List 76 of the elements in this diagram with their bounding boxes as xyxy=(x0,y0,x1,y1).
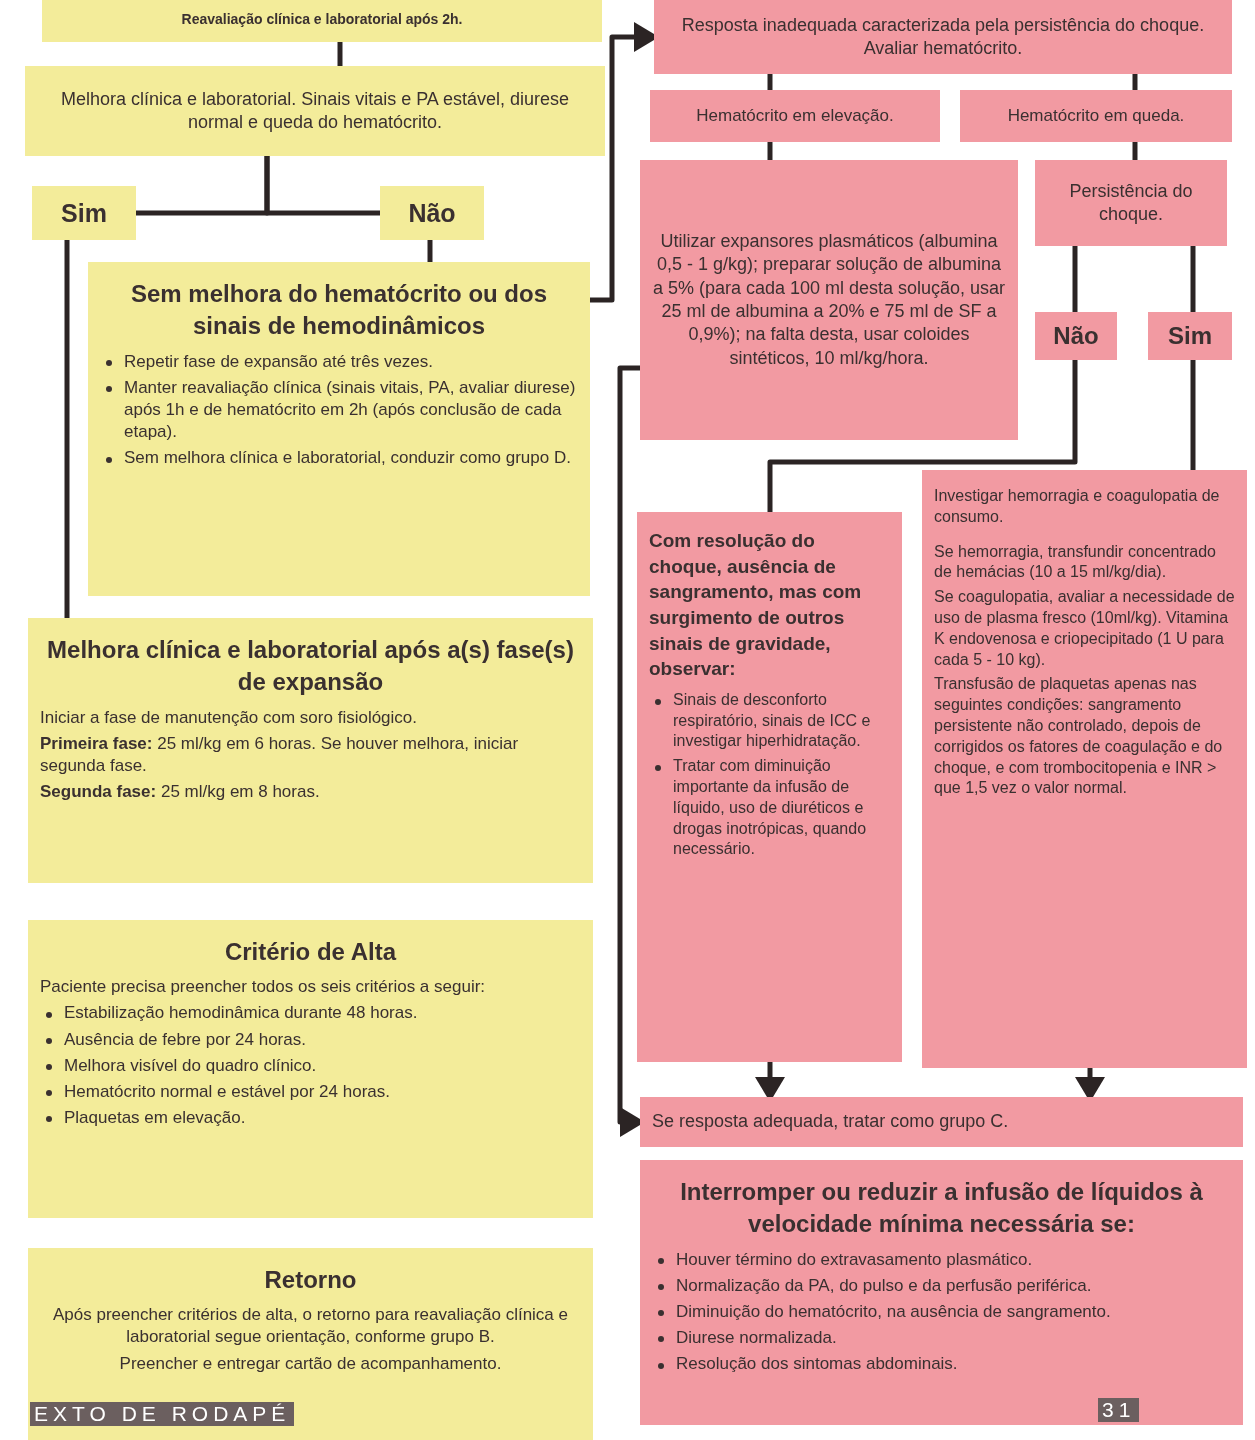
box-heading: Melhora clínica e laboratorial após a(s) fase(s) de expansão xyxy=(46,635,575,698)
bullet-item: Manter reavaliação clínica (sinais vitais, PA, avaliar diurese) após 1h e de hematócrito em 2h (após conclusão de cada etapa). xyxy=(100,376,578,444)
process-box xyxy=(28,920,593,1218)
bullet-item: Sem melhora clínica e laboratorial, conduzir como grupo D. xyxy=(100,447,578,470)
decision-box xyxy=(380,186,484,240)
body-text: Após preencher critérios de alta, o retorno para reavaliação clínica e laboratorial segue orientação, conforme grupo B. xyxy=(52,1304,569,1349)
box-heading: Critério de Alta xyxy=(223,937,398,967)
connector-line xyxy=(64,240,70,618)
box-label: Não xyxy=(1052,321,1100,352)
bullet-item: Estabilização hemodinâmica durante 48 horas. xyxy=(40,1002,581,1025)
body-text: Primeira fase: 25 ml/kg em 6 horas. Se houver melhora, iniciar segunda fase. xyxy=(40,732,520,777)
bullet-item: Plaquetas em elevação. xyxy=(40,1106,581,1129)
box-label: Não xyxy=(407,197,457,229)
body-text: Transfusão de plaquetas apenas nas seguintes condições: sangramento persistente não controlado, depois de corrigidos os fatores de coagulação e do choque, e com trombocitopenia e INR > que 1,5 vez o valor normal. xyxy=(934,674,1224,799)
body-text: Preencher e entregar cartão de acompanhamento. xyxy=(118,1352,503,1375)
process-box xyxy=(640,1097,1243,1147)
body-text: Se hemorragia, transfundir concentrado de hemácias (10 a 15 ml/kg/dia). xyxy=(934,541,1217,583)
body-text: Iniciar a fase de manutenção com soro fisiológico. xyxy=(40,706,419,729)
body-text: Segunda fase: 25 ml/kg em 8 horas. xyxy=(40,781,321,804)
decision-box xyxy=(1148,312,1232,360)
process-box xyxy=(654,0,1232,74)
connector-line xyxy=(1190,360,1196,470)
bullet-item: Houver término do extravasamento plasmático. xyxy=(652,1248,1231,1271)
body-text: Persistência do choque. xyxy=(1068,179,1194,226)
connector-line xyxy=(1132,74,1138,90)
bullet-item: Diurese normalizada. xyxy=(652,1327,1231,1350)
process-box xyxy=(922,470,1247,1068)
body-text: Melhora clínica e laboratorial. Sinais vitais e PA estável, diurese normal e queda do hematócrito. xyxy=(60,87,570,134)
decision-box xyxy=(32,186,136,240)
decision-box xyxy=(1035,312,1117,360)
process-box xyxy=(42,0,602,42)
process-box xyxy=(28,1248,593,1440)
process-box xyxy=(960,90,1232,142)
body-text: Resposta inadequada caracterizada pela persistência do choque. Avaliar hematócrito. xyxy=(680,13,1206,60)
bullet-item: Sinais de desconforto respiratório, sinais de ICC e investigar hiperhidratação. xyxy=(649,689,890,753)
body-text: Paciente precisa preencher todos os seis critérios a seguir: xyxy=(40,976,487,999)
bullet-item: Diminuição do hematócrito, na ausência de sangramento. xyxy=(652,1300,1231,1324)
bullet-item: Normalização da PA, do pulso e da perfusão periférica. xyxy=(652,1274,1231,1297)
body-text: Hematócrito em elevação. xyxy=(695,104,895,127)
bullet-item: Melhora visível do quadro clínico. xyxy=(40,1054,581,1077)
box-label: Sim xyxy=(60,197,108,229)
box-label: Sim xyxy=(1167,321,1213,352)
page-number: 31 xyxy=(1098,1398,1140,1422)
connector-line xyxy=(1072,246,1078,312)
connector-line xyxy=(767,74,773,90)
body-text: Se resposta adequada, tratar como grupo C. xyxy=(652,1110,1010,1134)
box-heading: Sem melhora do hematócrito ou dos sinais de hemodinâmicos xyxy=(129,279,549,342)
box-label: Reavaliação clínica e laboratorial após 2h. xyxy=(180,9,464,29)
process-box xyxy=(1035,160,1227,246)
process-box xyxy=(640,1160,1243,1425)
connector-line xyxy=(767,360,1078,512)
process-box xyxy=(28,618,593,883)
connector-line xyxy=(337,42,343,66)
body-text: Utilizar expansores plasmáticos (albumina 0,5 - 1 g/kg); preparar solução de albumina a 5% (para cada 100 ml desta solução, usar 25 ml de albumina a 20% e 75 ml de SF a 0,9%); na falta desta, usar coloides sintéticos, 10 ml/kg/hora. xyxy=(652,229,1006,370)
connector-line xyxy=(1190,246,1196,312)
connector-line xyxy=(1132,142,1138,160)
box-heading: Retorno xyxy=(263,1265,358,1295)
box-heading: Interromper ou reduzir a infusão de líquidos à velocidade mínima necessária se: xyxy=(679,1177,1204,1240)
box-heading: Com resolução do choque, ausência de sangramento, mas com surgimento de outros sinais de gravidade, observar: xyxy=(649,529,863,682)
bullet-item: Hematócrito normal e estável por 24 horas. xyxy=(40,1080,581,1103)
bullet-item: Repetir fase de expansão até três vezes. xyxy=(100,350,578,373)
process-box xyxy=(637,512,902,1062)
footer-text: EXTO DE RODAPÉ xyxy=(30,1402,295,1426)
bullet-item: Resolução dos sintomas abdominais. xyxy=(652,1353,1231,1376)
body-text: Hematócrito em queda. xyxy=(1006,104,1186,127)
bullet-item: Ausência de febre por 24 horas. xyxy=(40,1028,581,1051)
connector-line xyxy=(427,240,433,262)
process-box xyxy=(25,66,605,156)
body-text: Se coagulopatia, avaliar a necessidade de uso de plasma fresco (10ml/kg). Vitamina K endovenosa e criopecipitado (1 U para cada 5 - 10 kg). xyxy=(934,587,1235,670)
connector-line xyxy=(767,142,773,160)
connector-line xyxy=(264,156,380,216)
process-box xyxy=(650,90,940,142)
body-text: Investigar hemorragia e coagulopatia de consumo. xyxy=(934,486,1221,527)
bullet-item: Tratar com diminuição importante da infusão de líquido, uso de diuréticos e drogas inotrópicas, quando necessário. xyxy=(649,756,890,861)
process-box xyxy=(88,262,590,596)
process-box xyxy=(640,160,1018,440)
